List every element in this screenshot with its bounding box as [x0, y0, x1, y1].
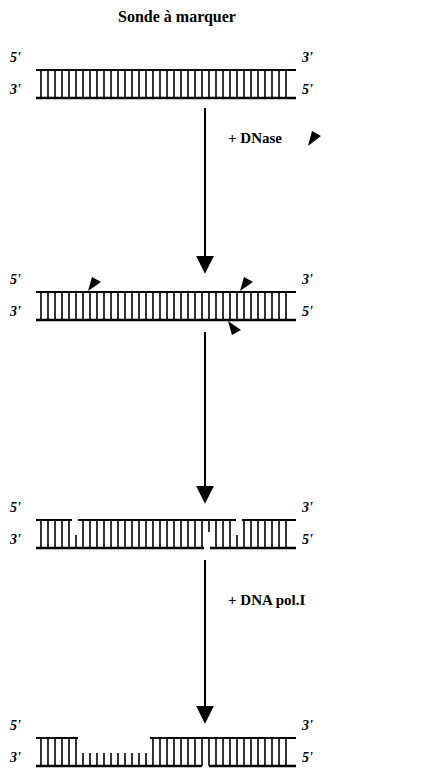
step-arrow: [204, 108, 206, 272]
step-arrow: [204, 560, 206, 722]
strand-end-label: 5': [10, 50, 21, 65]
strand-end-label: 3': [302, 50, 313, 65]
step-label: + DNase: [228, 130, 282, 147]
dnase-symbol: [240, 277, 253, 291]
dna-duplex: [36, 70, 296, 98]
dna-duplex: [36, 738, 296, 766]
strand-end-label: 3': [302, 718, 313, 733]
strand-end-label: 5': [302, 304, 313, 319]
dnase-symbol: [228, 321, 241, 335]
dnase-symbol: [308, 131, 321, 146]
strand-end-label: 5': [302, 82, 313, 97]
strand-end-label: 5': [302, 532, 313, 547]
title: Sonde à marquer: [118, 8, 236, 26]
dnase-symbol: [88, 277, 101, 291]
strand-end-label: 3': [10, 750, 21, 765]
dna-duplex: [36, 520, 296, 548]
strand-end-label: 5': [10, 272, 21, 287]
strand-end-label: 3': [10, 532, 21, 547]
strand-end-label: 3': [10, 82, 21, 97]
strand-end-label: 3': [10, 304, 21, 319]
strand-end-label: 3': [302, 500, 313, 515]
strand-end-label: 5': [10, 500, 21, 515]
step-arrow: [204, 332, 206, 502]
strand-end-label: 5': [10, 718, 21, 733]
strand-end-label: 3': [302, 272, 313, 287]
strand-end-label: 5': [302, 750, 313, 765]
step-label: + DNA pol.I: [228, 592, 305, 609]
dna-duplex: [36, 292, 296, 320]
